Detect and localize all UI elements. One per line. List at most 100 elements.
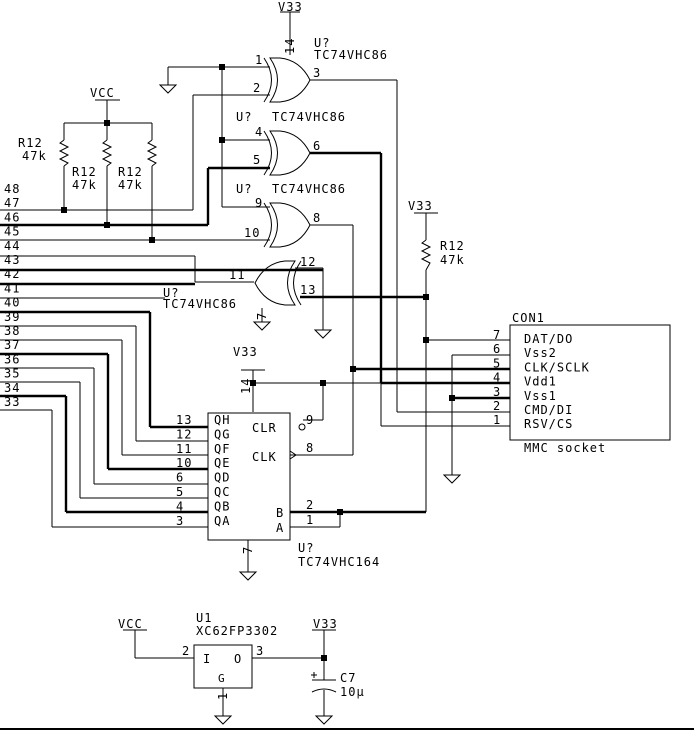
shift-register-clr-pin: 9 [306, 413, 314, 427]
shift-register-gnd-pin: 7 [241, 546, 255, 554]
shift-register-output-pin: 4 [176, 499, 184, 513]
connector-pin-number: 6 [493, 342, 501, 356]
gate2-pin-out: 6 [313, 139, 321, 153]
bus-line-number: 40 [4, 296, 20, 310]
gate2-ref: U? [236, 110, 252, 124]
power-label-vcc-regulator: VCC [118, 617, 143, 631]
capacitor-c7 [311, 672, 337, 693]
gate3-ref: U? [236, 182, 252, 196]
connector-ref: CON1 [512, 311, 545, 325]
shift-register-box [207, 412, 291, 541]
bus-line-number: 43 [4, 253, 20, 267]
shift-register-output-name: QB [214, 499, 230, 513]
r4-ref: R12 [440, 239, 465, 253]
r1-value: 47k [22, 149, 47, 163]
capacitor-ref: C7 [340, 671, 356, 685]
connector-pin-number: 3 [493, 385, 501, 399]
shift-register-pin-ticks [289, 423, 306, 460]
bus-line-number: 37 [4, 338, 20, 352]
shift-register-output-pin: 10 [176, 456, 192, 470]
gate4-pin-a: 12 [300, 255, 316, 269]
shift-register-output-pin: 12 [176, 427, 192, 441]
r1-ref: R12 [18, 136, 43, 150]
bus-line-number: 38 [4, 324, 20, 338]
connector-pin-number: 7 [493, 328, 501, 342]
shift-register-a-label: A [276, 521, 284, 535]
shift-register-output-name: QF [214, 442, 230, 456]
gate4-ref: U? [163, 286, 179, 300]
power-label-v33-top: V33 [278, 0, 303, 14]
xor-gate-1 [263, 57, 311, 103]
regulator-in-label: I [203, 652, 211, 666]
shift-register-output-pin: 3 [176, 514, 184, 528]
r3-value: 47k [118, 178, 143, 192]
shift-register-output-name: QG [214, 427, 230, 441]
bus-line-number: 42 [4, 267, 20, 281]
gate4-pin-gnd: 7 [255, 312, 269, 320]
connector-pin-number: 2 [493, 399, 501, 413]
connector-pin-name: Vss2 [524, 346, 557, 360]
gate1-pin-b: 2 [253, 81, 261, 95]
r4-value: 47k [440, 253, 465, 267]
regulator-gnd-label: G [218, 672, 226, 685]
bus-line-number: 36 [4, 352, 20, 366]
bus-line-number: 44 [4, 239, 20, 253]
regulator-in-pin: 2 [182, 644, 190, 658]
xor-gate-2 [263, 130, 311, 176]
bus-line-number: 41 [4, 281, 20, 295]
connector-pin-name: Vdd1 [524, 375, 557, 389]
power-label-v33-regulator: V33 [313, 617, 338, 631]
gate1-ref: U? [314, 36, 330, 50]
shift-register-output-name: QD [214, 471, 230, 485]
shift-register-b-pin: 2 [306, 498, 314, 512]
connector-pin-number: 1 [493, 413, 501, 427]
bus-line-number: 33 [4, 395, 20, 409]
r2-value: 47k [72, 178, 97, 192]
gate1-pin-vcc: 14 [283, 38, 297, 54]
gate1-pin-out: 3 [313, 66, 321, 80]
gate3-pin-a: 9 [255, 196, 263, 210]
shift-register-clk-pin: 8 [306, 441, 314, 455]
regulator-gnd-pin: 1 [216, 692, 230, 700]
bus-line-number: 47 [4, 196, 20, 210]
connector-caption: MMC socket [524, 441, 606, 455]
ground-symbols [158, 84, 462, 725]
regulator-out-pin: 3 [256, 644, 264, 658]
regulator-box [193, 644, 253, 689]
bus-line-number: 46 [4, 210, 20, 224]
gate3-pin-out: 8 [313, 211, 321, 225]
gate1-part: TC74VHC86 [314, 48, 388, 62]
connector-pin-number: 5 [493, 356, 501, 370]
shift-register-a-pin: 1 [306, 513, 314, 527]
connector-pin-number: 4 [493, 371, 501, 385]
shift-register-clr-label: CLR [252, 421, 277, 435]
r2-ref: R12 [72, 165, 97, 179]
junction-dots [61, 64, 455, 661]
shift-register-output-name: QA [214, 514, 230, 528]
gate4-pin-out: 11 [229, 268, 245, 282]
wires [0, 12, 510, 716]
bus-line-number: 39 [4, 310, 20, 324]
shift-register-clk-label: CLK [252, 450, 277, 464]
connector-pin-name: Vss1 [524, 389, 557, 403]
bus-line-number: 48 [4, 182, 20, 196]
connector-pin-name: RSV/CS [524, 417, 573, 431]
shift-register-output-pin: 6 [176, 471, 184, 485]
connector-pin-name: CLK/SCLK [524, 360, 590, 374]
r3-ref: R12 [118, 165, 143, 179]
gate1-pin-a: 1 [255, 53, 263, 67]
shift-register-output-pin: 13 [176, 413, 192, 427]
bus-line-number: 45 [4, 225, 20, 239]
xor-gate-4 [254, 260, 302, 306]
power-label-vcc-left: VCC [90, 86, 115, 100]
shift-register-output-pin: 11 [176, 442, 192, 456]
power-label-v33-pullup: V33 [408, 199, 433, 213]
gate2-pin-a: 4 [255, 125, 263, 139]
shift-register-output-pin: 5 [176, 485, 184, 499]
shift-register-ref: U? [298, 541, 314, 555]
shift-register-vcc-pin: 14 [239, 378, 253, 394]
shift-register-b-label: B [276, 506, 284, 520]
